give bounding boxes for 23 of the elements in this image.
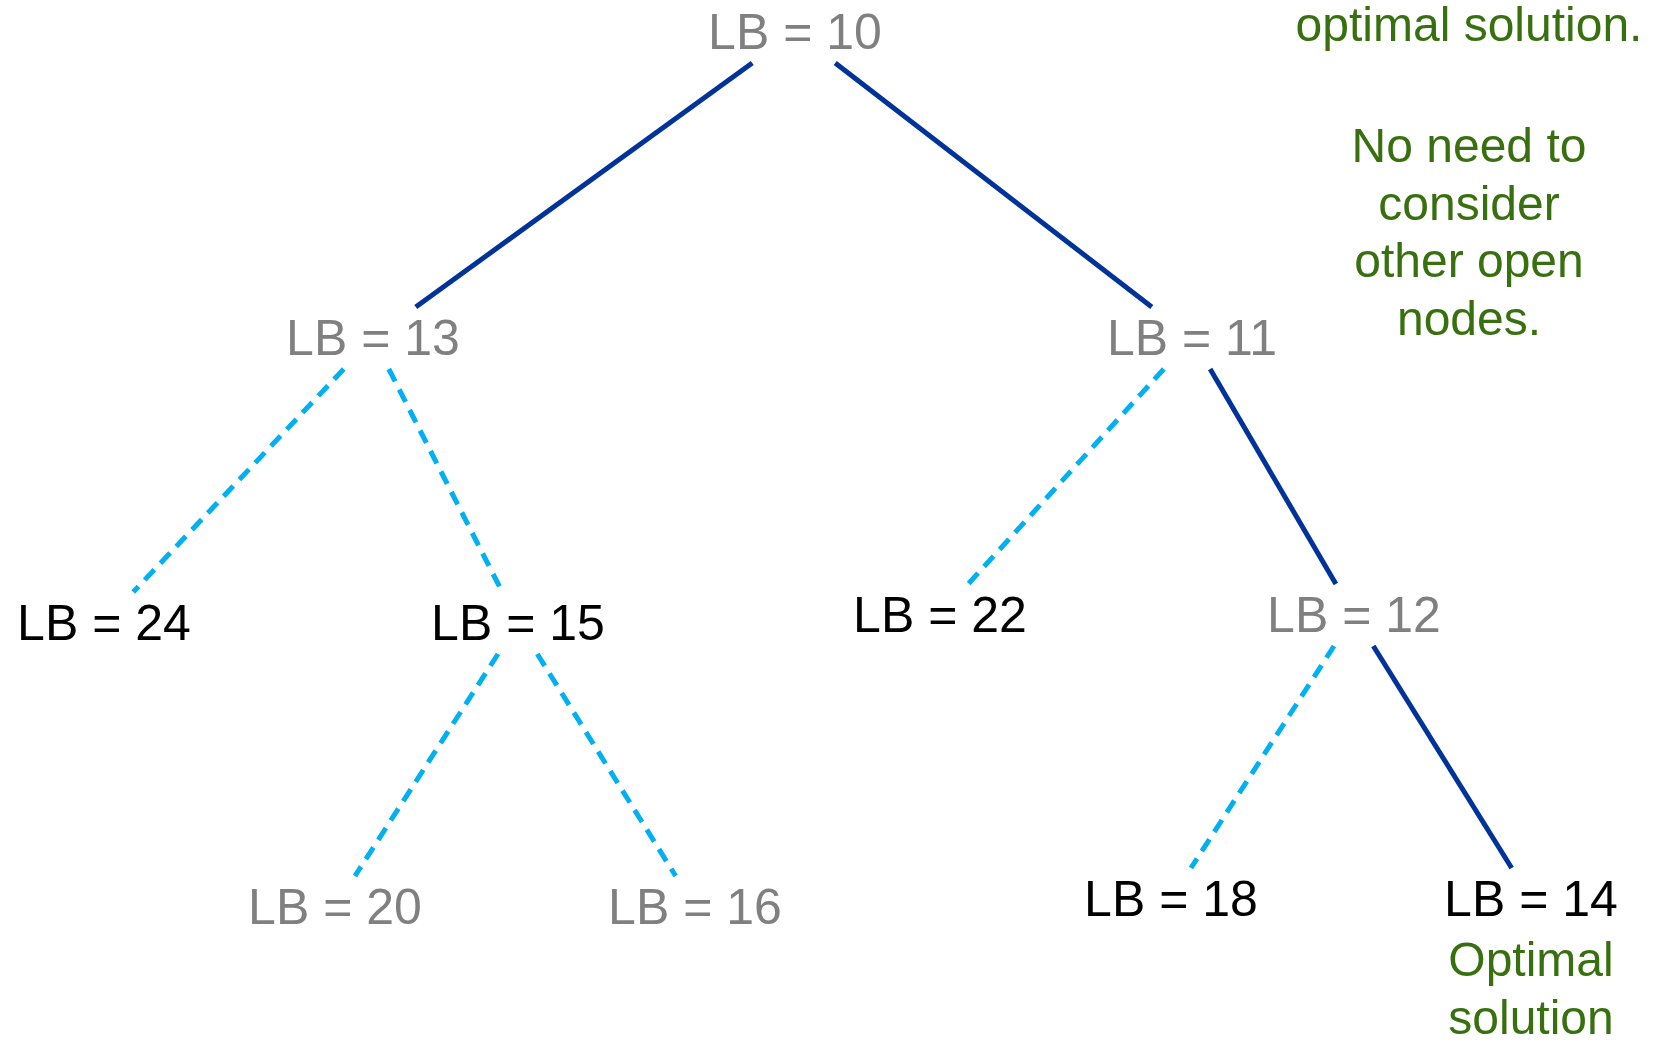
dashed-branch-line xyxy=(1188,644,1337,870)
bound-label: LB = 15 xyxy=(417,592,619,654)
bound-label: LB = 10 xyxy=(694,1,896,63)
branch-line xyxy=(414,60,754,310)
bound-label: LB = 16 xyxy=(594,876,796,938)
annotation-note: optimal solution. xyxy=(1295,0,1643,53)
dashed-branch-line xyxy=(131,367,346,594)
bound-label: LB = 18 xyxy=(1070,868,1272,930)
branch-line xyxy=(833,61,1154,309)
annotation-note: No need to consider other open nodes. xyxy=(1350,118,1588,347)
branch-line xyxy=(1371,644,1514,870)
bound-label: LB = 24 xyxy=(3,592,205,654)
bound-label: LB = 11 xyxy=(1093,307,1291,369)
dashed-branch-line xyxy=(535,652,678,878)
bound-label: LB = 12 xyxy=(1253,584,1455,646)
branch-line xyxy=(1207,367,1339,586)
bound-label: LB = 22 xyxy=(839,584,1041,646)
bound-label: LB = 20 xyxy=(234,876,436,938)
bound-label: LB = 14 xyxy=(1430,868,1632,930)
annotation-note: Optimal solution xyxy=(1447,932,1615,1046)
dashed-branch-line xyxy=(966,367,1166,586)
dashed-branch-line xyxy=(352,652,501,878)
bound-label: LB = 13 xyxy=(272,307,474,369)
